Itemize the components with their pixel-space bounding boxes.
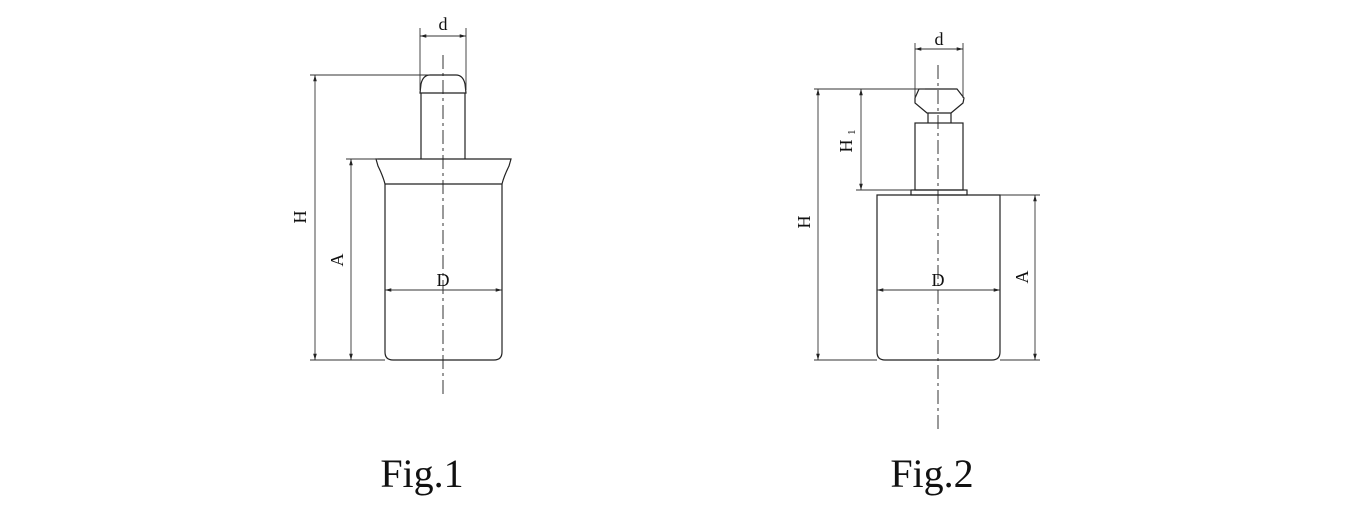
neck: [927, 113, 952, 123]
dim-label-D: D: [932, 270, 945, 290]
dim-label-a: A: [327, 254, 347, 267]
dim-label-d: d: [935, 29, 944, 49]
shaft: [914, 122, 964, 191]
dim-label-d: d: [439, 14, 448, 34]
dim-label-h1: H: [836, 140, 856, 153]
body: [384, 184, 503, 361]
head: [914, 88, 965, 114]
figure-caption: Fig.2: [890, 451, 973, 496]
dim-label-h1-subscript: 1: [846, 130, 858, 136]
cap: [419, 74, 467, 94]
body: [876, 194, 1001, 361]
dim-label-h: H: [794, 216, 814, 229]
dim-label-D: D: [437, 270, 450, 290]
figure-caption: Fig.1: [380, 451, 463, 496]
figure-1: d H A D Fig.1: [290, 14, 512, 496]
figure-2: d H H 1 A D Fig.2: [794, 29, 1040, 496]
shaft: [420, 93, 466, 159]
dim-label-a: A: [1012, 271, 1032, 284]
dim-label-h: H: [290, 211, 310, 224]
collar: [910, 189, 968, 196]
